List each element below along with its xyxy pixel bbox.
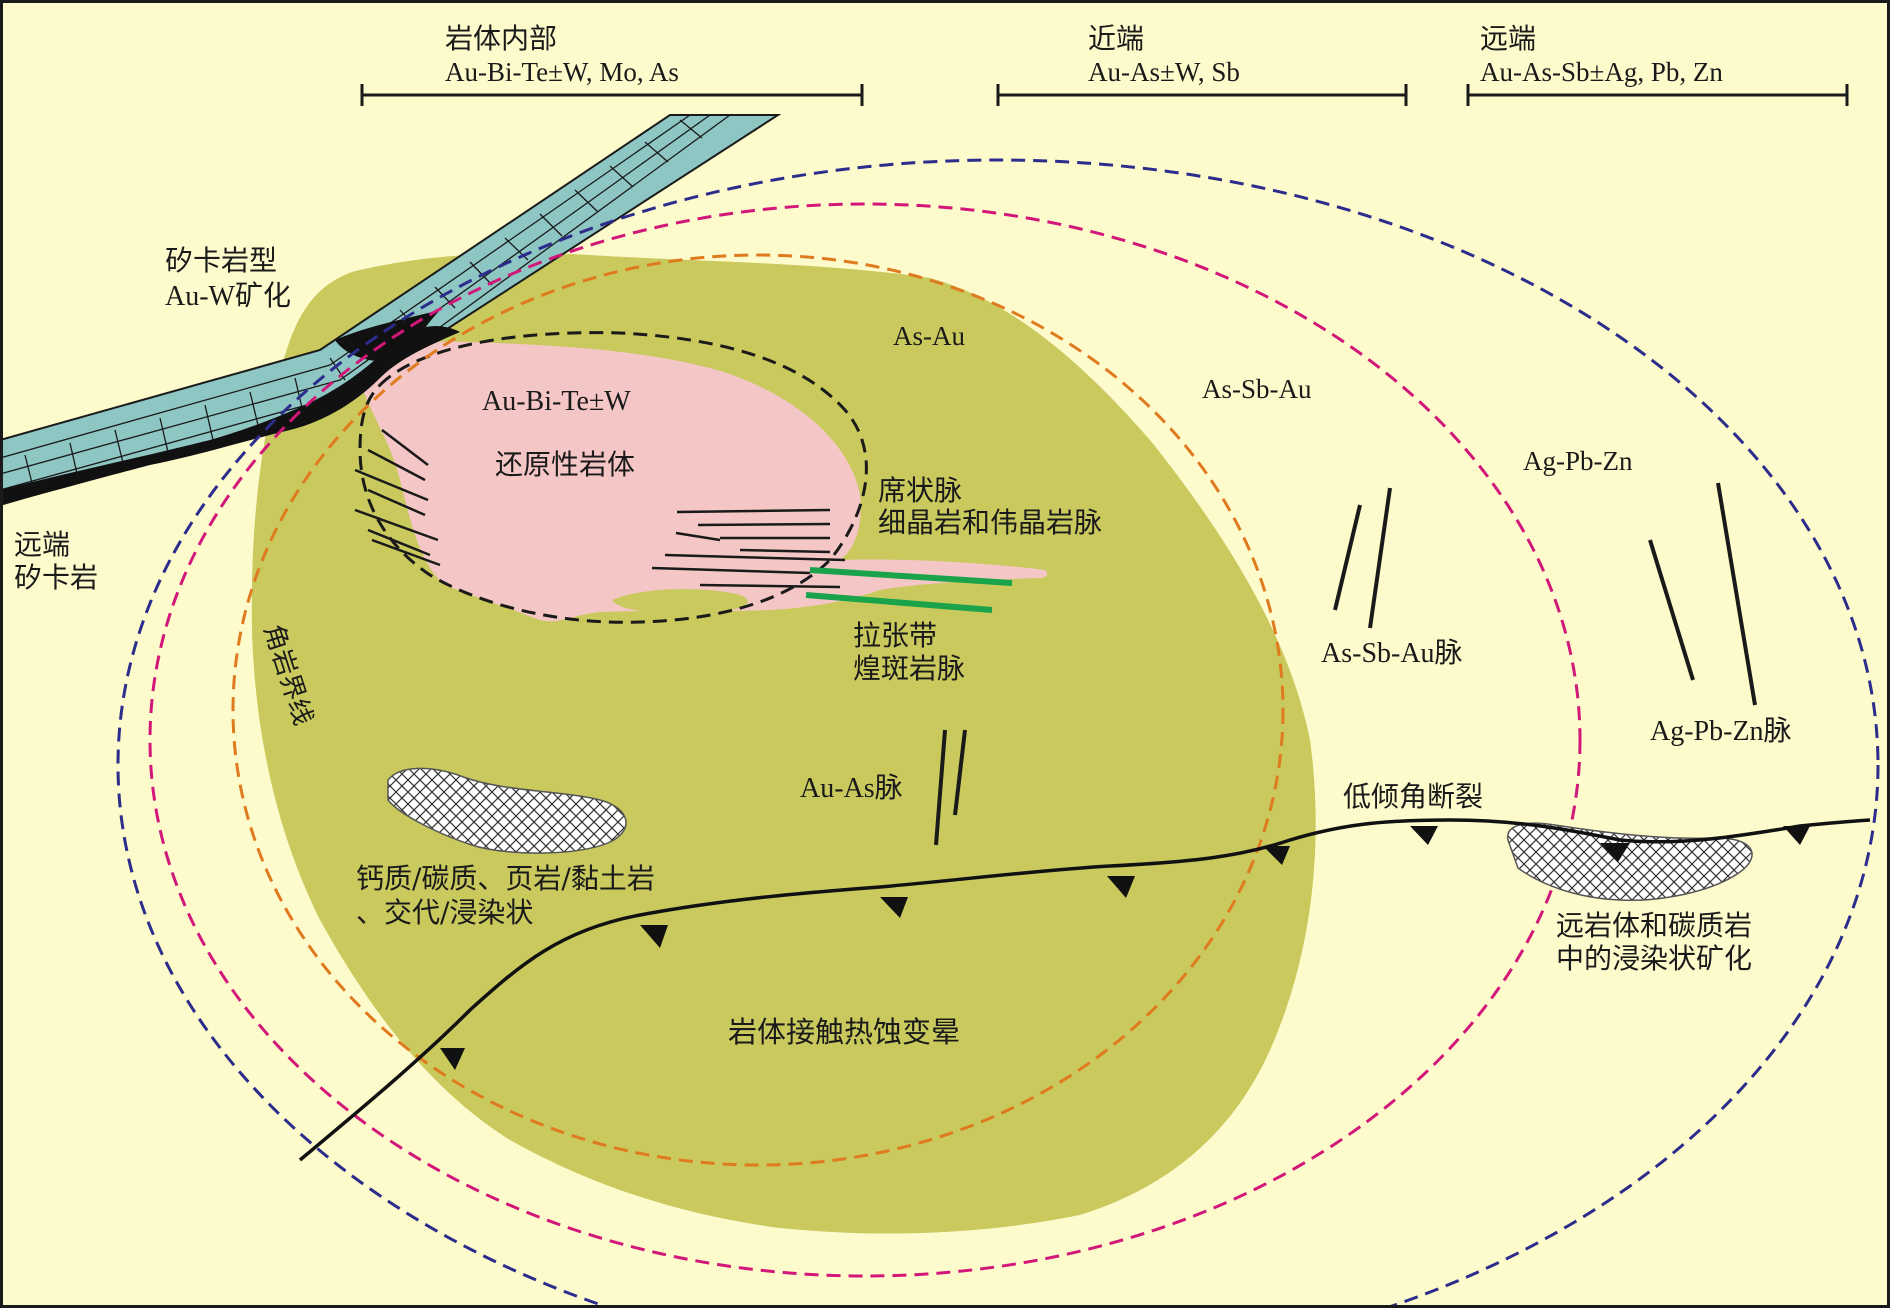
header-inner-elements: Au-Bi-Te±W, Mo, As bbox=[445, 57, 679, 87]
as-au-zone-label: As-Au bbox=[893, 321, 965, 351]
aplite-veins-label: 细晶岩和伟晶岩脉 bbox=[878, 506, 1102, 539]
ag-pb-zn-vein-label: Ag-Pb-Zn脉 bbox=[1650, 715, 1792, 747]
low-angle-fault-line bbox=[298, 818, 1871, 1162]
replacement-label-line1: 钙质/碳质、页岩/黏土岩 bbox=[356, 862, 655, 895]
replacement-label-line2: 、交代/浸染状 bbox=[356, 896, 533, 929]
aureole-label: 岩体接触热蚀变晕 bbox=[728, 1015, 960, 1049]
header-inner-title: 岩体内部 bbox=[445, 22, 557, 55]
header-scale-bars bbox=[360, 84, 1849, 106]
as-sb-au-vein-label: As-Sb-Au脉 bbox=[1321, 637, 1463, 669]
reduced-intrusion bbox=[360, 341, 1048, 622]
header-distal-title: 远端 bbox=[1480, 22, 1536, 55]
intrusion-elements-label: Au-Bi-Te±W bbox=[482, 386, 631, 417]
extension-zone-label: 拉张带 bbox=[853, 619, 937, 652]
au-as-veins bbox=[934, 729, 967, 846]
header-proximal-title: 近端 bbox=[1088, 22, 1144, 55]
sheeted-veins-label: 席状脉 bbox=[878, 474, 962, 507]
intrusion-notch bbox=[612, 588, 748, 614]
as-sb-au-zone-boundary bbox=[148, 202, 1582, 1278]
ag-pb-zn-zone-boundary bbox=[116, 158, 1880, 1308]
low-angle-fault-label: 低倾角断裂 bbox=[1343, 780, 1483, 813]
replacement-ore-body bbox=[387, 767, 627, 854]
distal-skarn-label-line1: 远端 bbox=[14, 528, 70, 561]
fault-teeth bbox=[440, 826, 1810, 1070]
header-distal-elements: Au-As-Sb±Ag, Pb, Zn bbox=[1480, 57, 1723, 87]
ag-pb-zn-zone-label: Ag-Pb-Zn bbox=[1523, 446, 1633, 476]
ag-pb-zn-veins bbox=[1648, 482, 1757, 706]
lamprophyre-label: 煌斑岩脉 bbox=[853, 652, 965, 685]
skarn-body bbox=[3, 326, 460, 505]
skarn-label-line1: 矽卡岩型 bbox=[165, 244, 277, 277]
header-proximal-elements: Au-As±W, Sb bbox=[1088, 57, 1240, 87]
as-sb-au-zone-label: As-Sb-Au bbox=[1202, 374, 1312, 404]
distal-skarn-label-line2: 矽卡岩 bbox=[14, 561, 98, 594]
distal-disseminated-label-line1: 远岩体和碳质岩 bbox=[1556, 909, 1752, 942]
lamprophyre-dikes bbox=[805, 567, 1013, 613]
hornfels-boundary-line bbox=[358, 331, 868, 624]
sheeted-veins bbox=[354, 429, 846, 589]
distal-disseminated-ore-body bbox=[1507, 822, 1753, 902]
au-as-vein-label: Au-As脉 bbox=[800, 772, 903, 804]
as-sb-au-veins bbox=[1333, 487, 1392, 629]
intrusion-name-label: 还原性岩体 bbox=[495, 448, 635, 481]
skarn-label-line2: Au-W矿化 bbox=[165, 280, 291, 312]
distal-disseminated-label-line2: 中的浸染状矿化 bbox=[1556, 942, 1752, 975]
as-au-zone-boundary bbox=[231, 253, 1285, 1167]
header-labels: 岩体内部 Au-Bi-Te±W, Mo, As 近端 Au-As±W, Sb 远… bbox=[445, 22, 1723, 87]
